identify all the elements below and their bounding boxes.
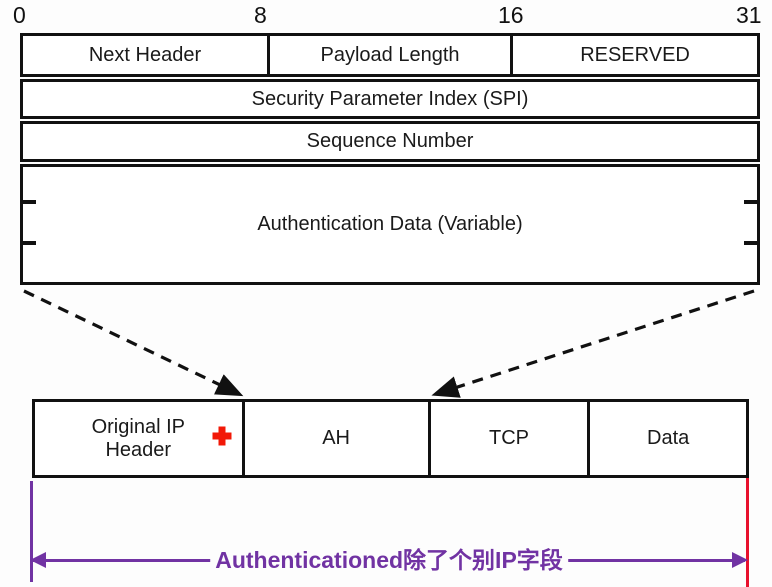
bit-label-0: 0 [13,2,26,28]
field-payload-length: Payload Length [266,36,514,74]
field-next-header: Next Header [88,43,202,66]
packet-cell-label: Original IP Header [91,415,185,461]
field-authentication-data: Authentication Data (Variable) [20,164,760,285]
packet-cell-tcp: TCP [427,402,588,475]
bit-label-31: 31 [736,2,762,28]
packet-cell-ah: AH [241,402,428,475]
ah-header-table: Next Header Payload Length RESERVED Secu… [20,33,760,285]
bit-label-16: 16 [498,2,524,28]
packet-structure: Original IP Header AH TCP Data [32,399,749,478]
left-arrowhead-icon [30,552,46,568]
authenticated-range-right-bound [746,478,749,587]
ah-header-row-fields: Next Header Payload Length RESERVED [20,33,760,77]
field-reserved: RESERVED [580,43,690,66]
packet-cell-original-ip-header: Original IP Header [35,402,242,475]
right-arrowhead-icon [732,552,748,568]
plus-icon [212,426,232,446]
field-sequence-number: Sequence Number [20,121,760,162]
bit-label-8: 8 [254,2,267,28]
dashed-connector-left [23,289,244,397]
authenticated-range-left-bound [30,481,33,582]
authentication-data-label: Authentication Data (Variable) [257,213,523,235]
variable-length-tick [23,200,36,204]
field-spi: Security Parameter Index (SPI) [20,79,760,119]
authenticated-range-label: Authenticationed除了个别IP字段 [210,543,568,577]
variable-length-tick [23,241,36,245]
packet-cell-data: Data [587,402,746,475]
variable-length-tick [744,241,757,245]
dashed-connector-right [431,289,755,398]
variable-length-tick [744,200,757,204]
